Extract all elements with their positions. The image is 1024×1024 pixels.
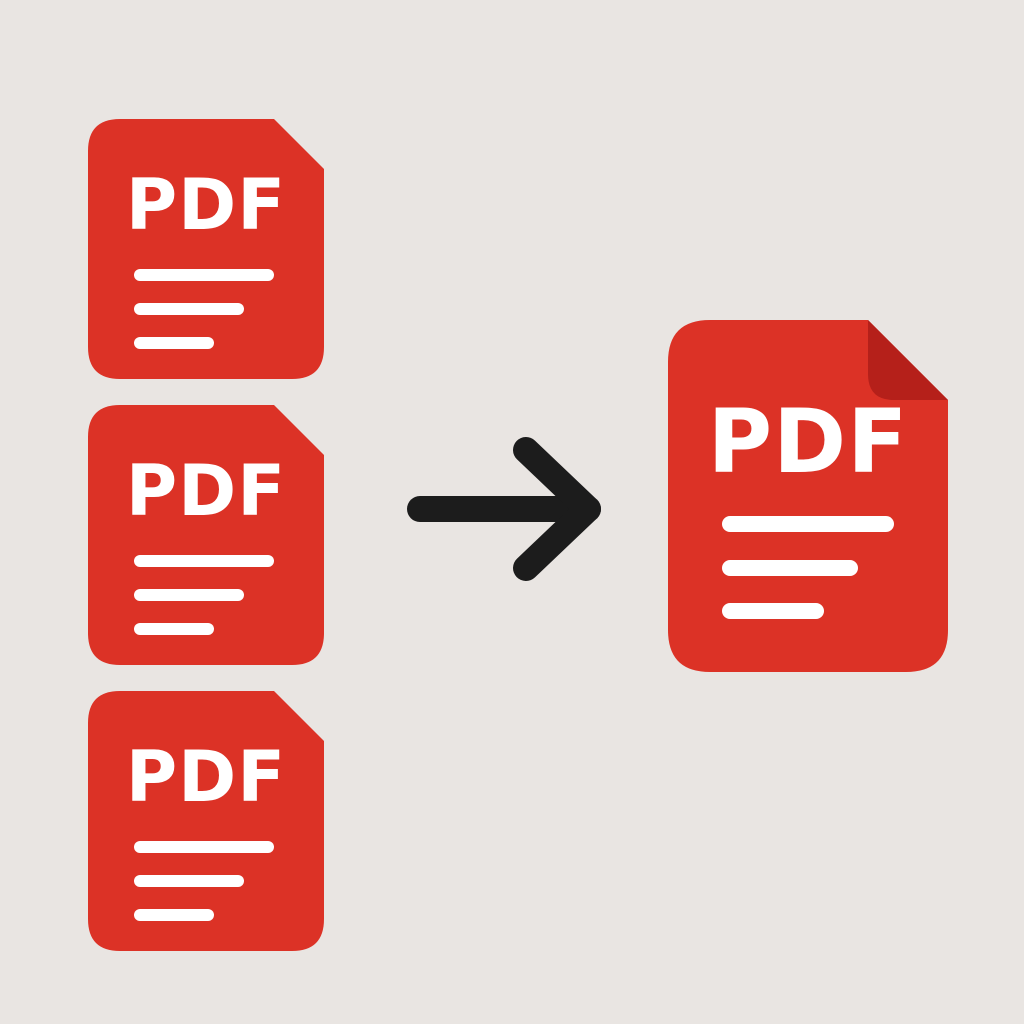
text-line [134, 841, 274, 853]
text-line [134, 589, 244, 601]
text-line [134, 623, 214, 635]
text-line [722, 560, 858, 576]
merged-pdf-icon: PDF [668, 320, 948, 672]
text-line [134, 337, 214, 349]
pdf-label: PDF [126, 736, 286, 818]
text-line [134, 269, 274, 281]
text-line [134, 303, 244, 315]
source-pdf-icon-1: PDF [88, 119, 324, 379]
source-pdf-icon-3: PDF [88, 691, 324, 951]
text-line [134, 909, 214, 921]
pdf-label: PDF [126, 450, 286, 532]
text-line [134, 875, 244, 887]
pdf-label: PDF [708, 390, 909, 493]
text-line [134, 555, 274, 567]
pdf-label: PDF [126, 164, 286, 246]
arrow-right-icon [400, 430, 610, 595]
page-fold [868, 320, 948, 400]
text-line [722, 516, 894, 532]
source-pdf-icon-2: PDF [88, 405, 324, 665]
text-line [722, 603, 824, 619]
